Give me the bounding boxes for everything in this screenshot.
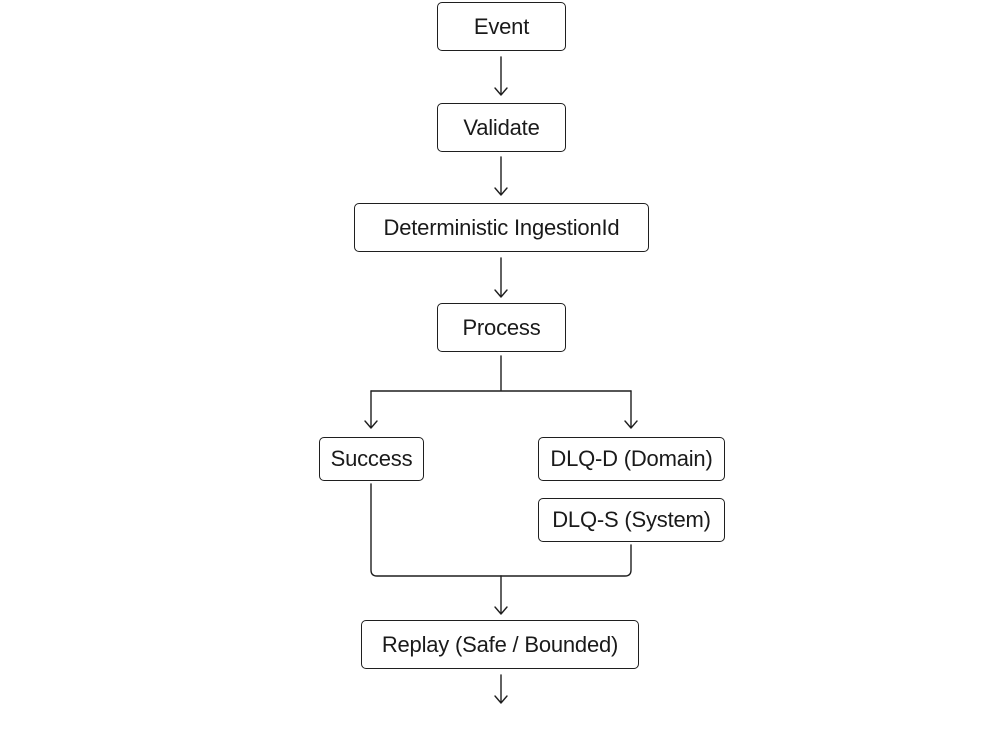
node-success: Success [319,437,424,481]
arrow-ingestion-to-process [494,257,508,298]
merge-success-branch [370,483,502,577]
node-event-label: Event [473,13,530,39]
arrow-replay-out [494,674,508,704]
node-deterministic-ingestion-id: Deterministic IngestionId [354,203,649,252]
node-replay-label: Replay (Safe / Bounded) [381,631,619,657]
node-validate: Validate [437,103,566,152]
arrow-process-to-dlq-domain [624,390,638,429]
node-dlq-domain-label: DLQ-D (Domain) [550,446,713,471]
arrow-event-to-validate [494,56,508,96]
node-process: Process [437,303,566,352]
node-process-label: Process [462,314,541,340]
node-event: Event [437,2,566,51]
merge-dlq-system-branch [500,544,632,577]
node-validate-label: Validate [463,114,540,140]
node-dlq-system-label: DLQ-S (System) [552,507,711,532]
node-success-label: Success [330,446,413,471]
node-ingestion-label: Deterministic IngestionId [383,214,620,240]
arrow-validate-to-ingestion [494,156,508,196]
arrow-process-to-success [364,390,378,429]
arrow-merge-to-replay [494,575,508,615]
node-dlq-system: DLQ-S (System) [538,498,725,542]
branch-process-split [370,355,632,392]
node-dlq-domain: DLQ-D (Domain) [538,437,725,481]
node-replay: Replay (Safe / Bounded) [361,620,639,669]
